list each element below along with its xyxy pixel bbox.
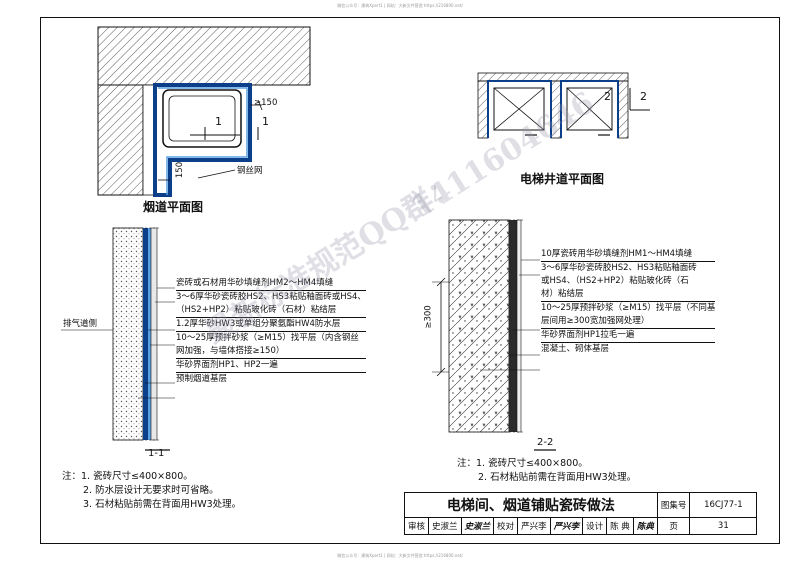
checker-signature: 严兴李 xyxy=(549,517,584,535)
flue-base xyxy=(112,227,144,441)
layer-2-3: 或HS4、（HS2+HP2）粘贴玻化砖（石 xyxy=(541,276,689,286)
title-block: 电梯间、烟道铺贴瓷砖做法 图集号 16CJ77-1 审核 史淑兰 史淑兰 校对 … xyxy=(403,492,758,535)
elevator-section-mark-left: 2 xyxy=(604,90,611,103)
dim-150-right: ≥150 xyxy=(254,98,278,108)
atlas-number: 16CJ77-1 xyxy=(689,492,758,518)
mesh-label: 钢丝网 xyxy=(237,166,263,176)
drawing-title: 电梯间、烟道铺贴瓷砖做法 xyxy=(404,492,658,518)
layer-2-2: 3～6厚华砂瓷砖胶HS2、HS3粘贴釉面砖 xyxy=(541,263,697,273)
flue-duct xyxy=(162,89,242,148)
exhaust-side-label: 排气道侧 xyxy=(63,319,98,329)
finish-layer xyxy=(153,83,252,197)
page-label: 页 xyxy=(656,517,691,535)
header-note: 微信公众号：建筑Xpert1 | 网站：大新文件营造 https://21680… xyxy=(337,3,463,8)
atlas-label: 图集号 xyxy=(656,492,691,518)
elevator-plan xyxy=(477,72,650,139)
footer-note: 微信公众号：建筑Xpert1 | 网站：大新文件营造 https://21680… xyxy=(337,553,463,558)
layer-1-2: 3～6厚华砂瓷砖胶HS2、HS3粘贴釉面砖或HS4、 xyxy=(176,292,366,302)
reviewer-name: 史淑兰 xyxy=(428,517,462,535)
layer-1-3: （HS2+HP2）粘贴玻化砖（石材）粘结层 xyxy=(176,304,366,318)
layer-1-6: 网加强，与墙体搭接≥150） xyxy=(176,345,366,359)
flue-plan-title: 烟道平面图 xyxy=(143,200,204,214)
section-1-1 xyxy=(61,227,175,451)
dim-150-bottom: 150 xyxy=(175,161,186,179)
section-1-layers: 瓷砖或石材用华砂填缝剂HM2～HM4填缝 3～6厚华砂瓷砖胶HS2、HS3粘贴釉… xyxy=(176,277,366,386)
flue-plan xyxy=(97,26,311,197)
layer-1-4: 1.2厚华砂HW3或单组分聚氨酯HW4防水层 xyxy=(176,318,366,332)
layer-1-8: 预制烟道基层 xyxy=(176,374,228,384)
layer-1-7: 华砂界面剂HP1、HP2一遍 xyxy=(176,359,366,373)
drawing-frame xyxy=(40,17,780,544)
section-1-title: 1-1 xyxy=(148,448,165,459)
notes-right: 注：1. 瓷砖尺寸≤400×800。 2. 石材粘贴前需在背面用HW3处理。 xyxy=(457,457,636,485)
elevator-section-mark-right: 2 xyxy=(640,90,647,103)
flue-section-mark-left: 1 xyxy=(215,115,222,128)
checker-name: 严兴李 xyxy=(517,517,551,535)
layer-2-5: 10～25厚预拌砂浆（≥M15）找平层（不同基 xyxy=(541,303,716,313)
layer-2-1: 10厚瓷砖用华砂填缝剂HM1～HM4填缝 xyxy=(541,248,716,262)
layer-2-8: 混凝土、砌体基层 xyxy=(541,344,610,354)
note-left-2: 2. 防水层设计无要求时可省略。 xyxy=(83,485,219,496)
layer-2-7: 华砂界面剂HP1拉毛一遍 xyxy=(541,329,716,343)
designer-name: 陈 典 xyxy=(606,517,634,535)
designer-signature: 陈典 xyxy=(632,517,658,535)
notes-left: 注：1. 瓷砖尺寸≤400×800。 2. 防水层设计无要求时可省略。 3. 石… xyxy=(62,470,241,512)
flue-section-mark-right: 1 xyxy=(262,115,269,128)
note-left-3: 3. 石材粘贴前需在背面用HW3处理。 xyxy=(83,499,242,510)
note-right-1: 注：1. 瓷砖尺寸≤400×800。 xyxy=(457,458,588,469)
wall-left xyxy=(97,84,144,196)
review-label: 审核 xyxy=(403,517,430,535)
design-label: 设计 xyxy=(582,517,608,535)
concrete-base xyxy=(448,219,510,433)
leader-lines-2 xyxy=(480,259,540,371)
reviewer-signature: 史淑兰 xyxy=(460,517,495,535)
check-label: 校对 xyxy=(493,517,519,535)
layer-1-1: 瓷砖或石材用华砂填缝剂HM2～HM4填缝 xyxy=(176,277,366,291)
note-right-2: 2. 石材粘贴前需在背面用HW3处理。 xyxy=(478,472,637,483)
leader-lines-1 xyxy=(138,287,175,399)
section-2-2 xyxy=(432,219,556,451)
page-number: 31 xyxy=(689,517,758,535)
elevator-plan-title: 电梯井道平面图 xyxy=(520,172,605,186)
section-2-layers: 10厚瓷砖用华砂填缝剂HM1～HM4填缝 3～6厚华砂瓷砖胶HS2、HS3粘贴釉… xyxy=(541,248,716,356)
layer-2-4: 材）粘结层 xyxy=(541,288,716,302)
section-2-dim: ≥300 xyxy=(423,305,434,329)
layer-1-5: 10～25厚预拌砂浆（≥M15）找平层（内含钢丝 xyxy=(176,333,359,343)
layer-2-6: 层间用≥300宽加强网处理） xyxy=(541,315,716,329)
wall-top xyxy=(97,26,311,86)
note-left-1: 注：1. 瓷砖尺寸≤400×800。 xyxy=(62,471,193,482)
section-2-title: 2-2 xyxy=(537,437,554,448)
